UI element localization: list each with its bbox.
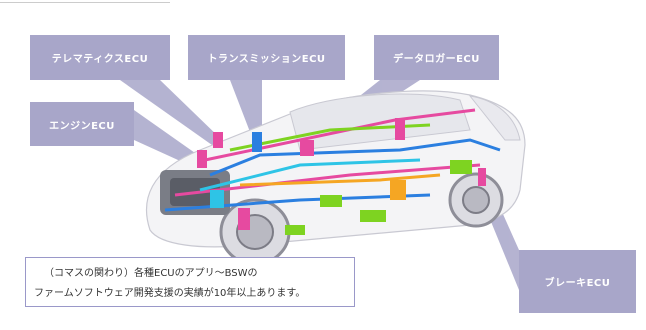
top-rule [0, 0, 170, 3]
wire-orange [239, 173, 441, 187]
ecu-datalogger [300, 140, 314, 156]
ecu-telematics [213, 132, 223, 148]
pointer-telematics [120, 80, 222, 145]
wire-cyan [199, 158, 421, 192]
pointer-engine [134, 110, 205, 170]
label-engine-ecu: エンジンECU [30, 102, 134, 146]
ecu-modules [197, 118, 486, 235]
label-transmission-ecu: トランスミッションECU [188, 35, 345, 80]
label-datalogger-ecu: データロガーECU [374, 35, 499, 80]
ecu-brake [478, 168, 486, 186]
pointer-transmission [230, 80, 262, 132]
caption-line-1: （コマスの関わり）各種ECUのアプリ～BSWの [44, 268, 258, 279]
caption-box: （コマスの関わり）各種ECUのアプリ～BSWの ファームソフトウェア開発支援の実… [25, 257, 355, 307]
wire-pink-2 [174, 163, 481, 197]
ecu-engine [197, 150, 207, 168]
label-brake-ecu: ブレーキECU [519, 250, 636, 313]
caption-line-2: ファームソフトウェア開発支援の実績が10年以上あります。 [34, 288, 306, 299]
ecu-transmission [252, 132, 262, 152]
wire-blue [209, 138, 501, 177]
label-telematics-ecu: テレマティクスECU [30, 35, 170, 80]
